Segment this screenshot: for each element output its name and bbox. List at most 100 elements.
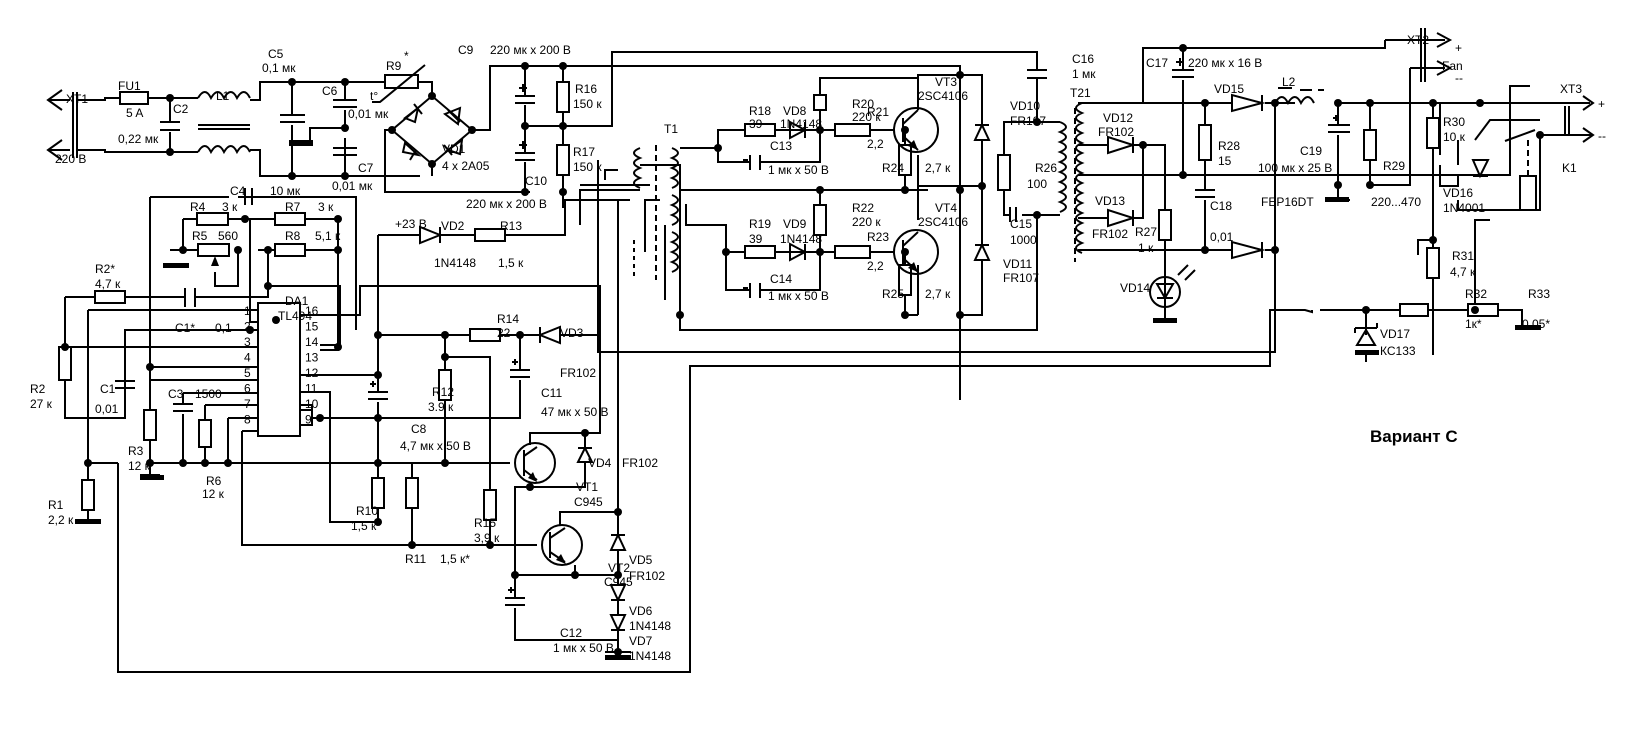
label-r16-value: 150 к [573, 97, 602, 111]
label-vd6: VD6 [629, 604, 653, 618]
label-r8: R8 [285, 229, 301, 243]
label-c5: C5 [268, 47, 284, 61]
label-vt3: VT3 [935, 75, 957, 89]
label-r9-mark: * [404, 49, 409, 63]
label-c18-value: 0,01 [1210, 230, 1234, 244]
label-r23-value: 2,2 [867, 259, 884, 273]
label-r31-value: 4,7 к [1450, 265, 1476, 279]
label-c7-value: 0,01 мк [332, 179, 373, 193]
label-c10-value: 220 мк x 200 В [466, 197, 547, 211]
label-c12-value: 1 мк x 50 В [553, 641, 614, 655]
label-vd2-node: +23 В [395, 217, 427, 231]
label-vd4: VD4 [588, 456, 612, 470]
label-vd12: VD12 [1103, 111, 1133, 125]
label-vd5: VD5 [629, 553, 653, 567]
label-c1s-value: 0,1 [215, 321, 232, 335]
label-l2: L2 [1282, 75, 1296, 89]
label-xt2-minus: -- [1455, 71, 1463, 85]
label-c5-value: 0,1 мк [262, 61, 296, 75]
label-vd12-value: FR102 [1098, 125, 1134, 139]
label-vd10-value: FR107 [1010, 114, 1046, 128]
label-r1: R1 [48, 498, 64, 512]
label-vd8-value: 1N4148 [780, 117, 822, 131]
label-r17-value: 150 к [573, 160, 602, 174]
label-r14: R14 [497, 312, 519, 326]
label-r2s: R2* [95, 262, 115, 276]
label-r21-value: 2,2 [867, 137, 884, 151]
label-vd15: VD15 [1214, 82, 1244, 96]
label-r28-value: 15 [1218, 154, 1232, 168]
label-r27-value: 1 к [1138, 241, 1154, 255]
label-r30-value: 10 к [1443, 130, 1466, 144]
label-r29: R29 [1383, 159, 1405, 173]
label-c2-value: 0,22 мк [118, 132, 159, 146]
label-da1-value: TL494 [278, 309, 312, 323]
label-fu1: FU1 [118, 79, 141, 93]
label-r28: R28 [1218, 139, 1240, 153]
label-vt4-value: 2SC4106 [918, 215, 968, 229]
label-vd9-value: 1N4148 [780, 232, 822, 246]
label-r18: R18 [749, 104, 771, 118]
label-c13-value: 1 мк x 50 В [768, 163, 829, 177]
label-c1: C1 [100, 382, 116, 396]
label-r3: R3 [128, 444, 144, 458]
label-c10: C10 [525, 174, 547, 188]
label-c13: C13 [770, 139, 792, 153]
label-vt2-value: C945 [604, 575, 633, 589]
label-xt3: XT3 [1560, 82, 1582, 96]
da1-pin-3: 3 [244, 335, 251, 349]
label-vd13-value: FR102 [1092, 227, 1128, 241]
label-c19-value: 100 мк x 25 В [1258, 161, 1332, 175]
label-r30: R30 [1443, 115, 1465, 129]
label-vd4-value: FR102 [622, 456, 658, 470]
label-c17: C17 [1146, 56, 1168, 70]
label-c12: C12 [560, 626, 582, 640]
label-r3-value: 12 к [128, 459, 151, 473]
da1-pin-14: 14 [305, 335, 319, 349]
label-c4-value: 10 мк [270, 184, 301, 198]
label-r32-value: 1к* [1465, 317, 1482, 331]
label-r23: R23 [867, 230, 889, 244]
label-vd2-value: 1N4148 [434, 256, 476, 270]
label-vd3-value: FR102 [560, 366, 596, 380]
da1-pin-13: 13 [305, 351, 319, 365]
label-vd10: VD10 [1010, 99, 1040, 113]
label-vd7-value: 1N4148 [629, 649, 671, 663]
label-r5-value: 560 [218, 229, 238, 243]
label-vd11-value: FR107 [1003, 271, 1039, 285]
label-vd2: VD2 [441, 219, 465, 233]
label-k1: K1 [1562, 161, 1577, 175]
label-vt4: VT4 [935, 201, 957, 215]
label-t21: T21 [1070, 86, 1091, 100]
label-r25-value: 2,7 к [925, 287, 951, 301]
label-r11: R11 [405, 552, 426, 566]
label-vd16-value: 1N4001 [1443, 201, 1485, 215]
label-r10-value: 1,5 к* [351, 519, 381, 533]
label-c16-value: 1 мк [1072, 67, 1096, 81]
da1-pin-16: 16 [305, 304, 319, 318]
label-r19: R19 [749, 217, 771, 231]
da1-pin-6: 6 [244, 382, 251, 396]
label-vt3-value: 2SC4106 [918, 89, 968, 103]
label-vt1: VT1 [576, 480, 598, 494]
label-r16: R16 [575, 82, 597, 96]
label-r15: R15 [474, 516, 496, 530]
label-r5: R5 [192, 229, 208, 243]
label-c11: C11 [541, 386, 562, 400]
label-c3-value: 1500 [195, 387, 222, 401]
label-r32: R32 [1465, 287, 1487, 301]
label-r22-value: 220 к [852, 215, 881, 229]
label-r10: R10 [356, 504, 378, 518]
label-c11-value: 47 мк x 50 В [541, 405, 609, 419]
da1-pin-4: 4 [244, 351, 251, 365]
label-c15: C15 [1010, 217, 1032, 231]
label-r6-value: 12 к [202, 487, 225, 501]
da1-pin-1: 1 [244, 304, 251, 318]
label-vd9: VD9 [783, 217, 807, 231]
label-xt2-value: Fan [1442, 59, 1463, 73]
label-r20-value: 220 к [852, 110, 881, 124]
da1-pin-7: 7 [244, 397, 251, 411]
label-c14-value: 1 мк x 50 В [768, 289, 829, 303]
label-vd1-value: 4 x 2A05 [442, 159, 490, 173]
label-r9-temp: t° [370, 89, 378, 103]
